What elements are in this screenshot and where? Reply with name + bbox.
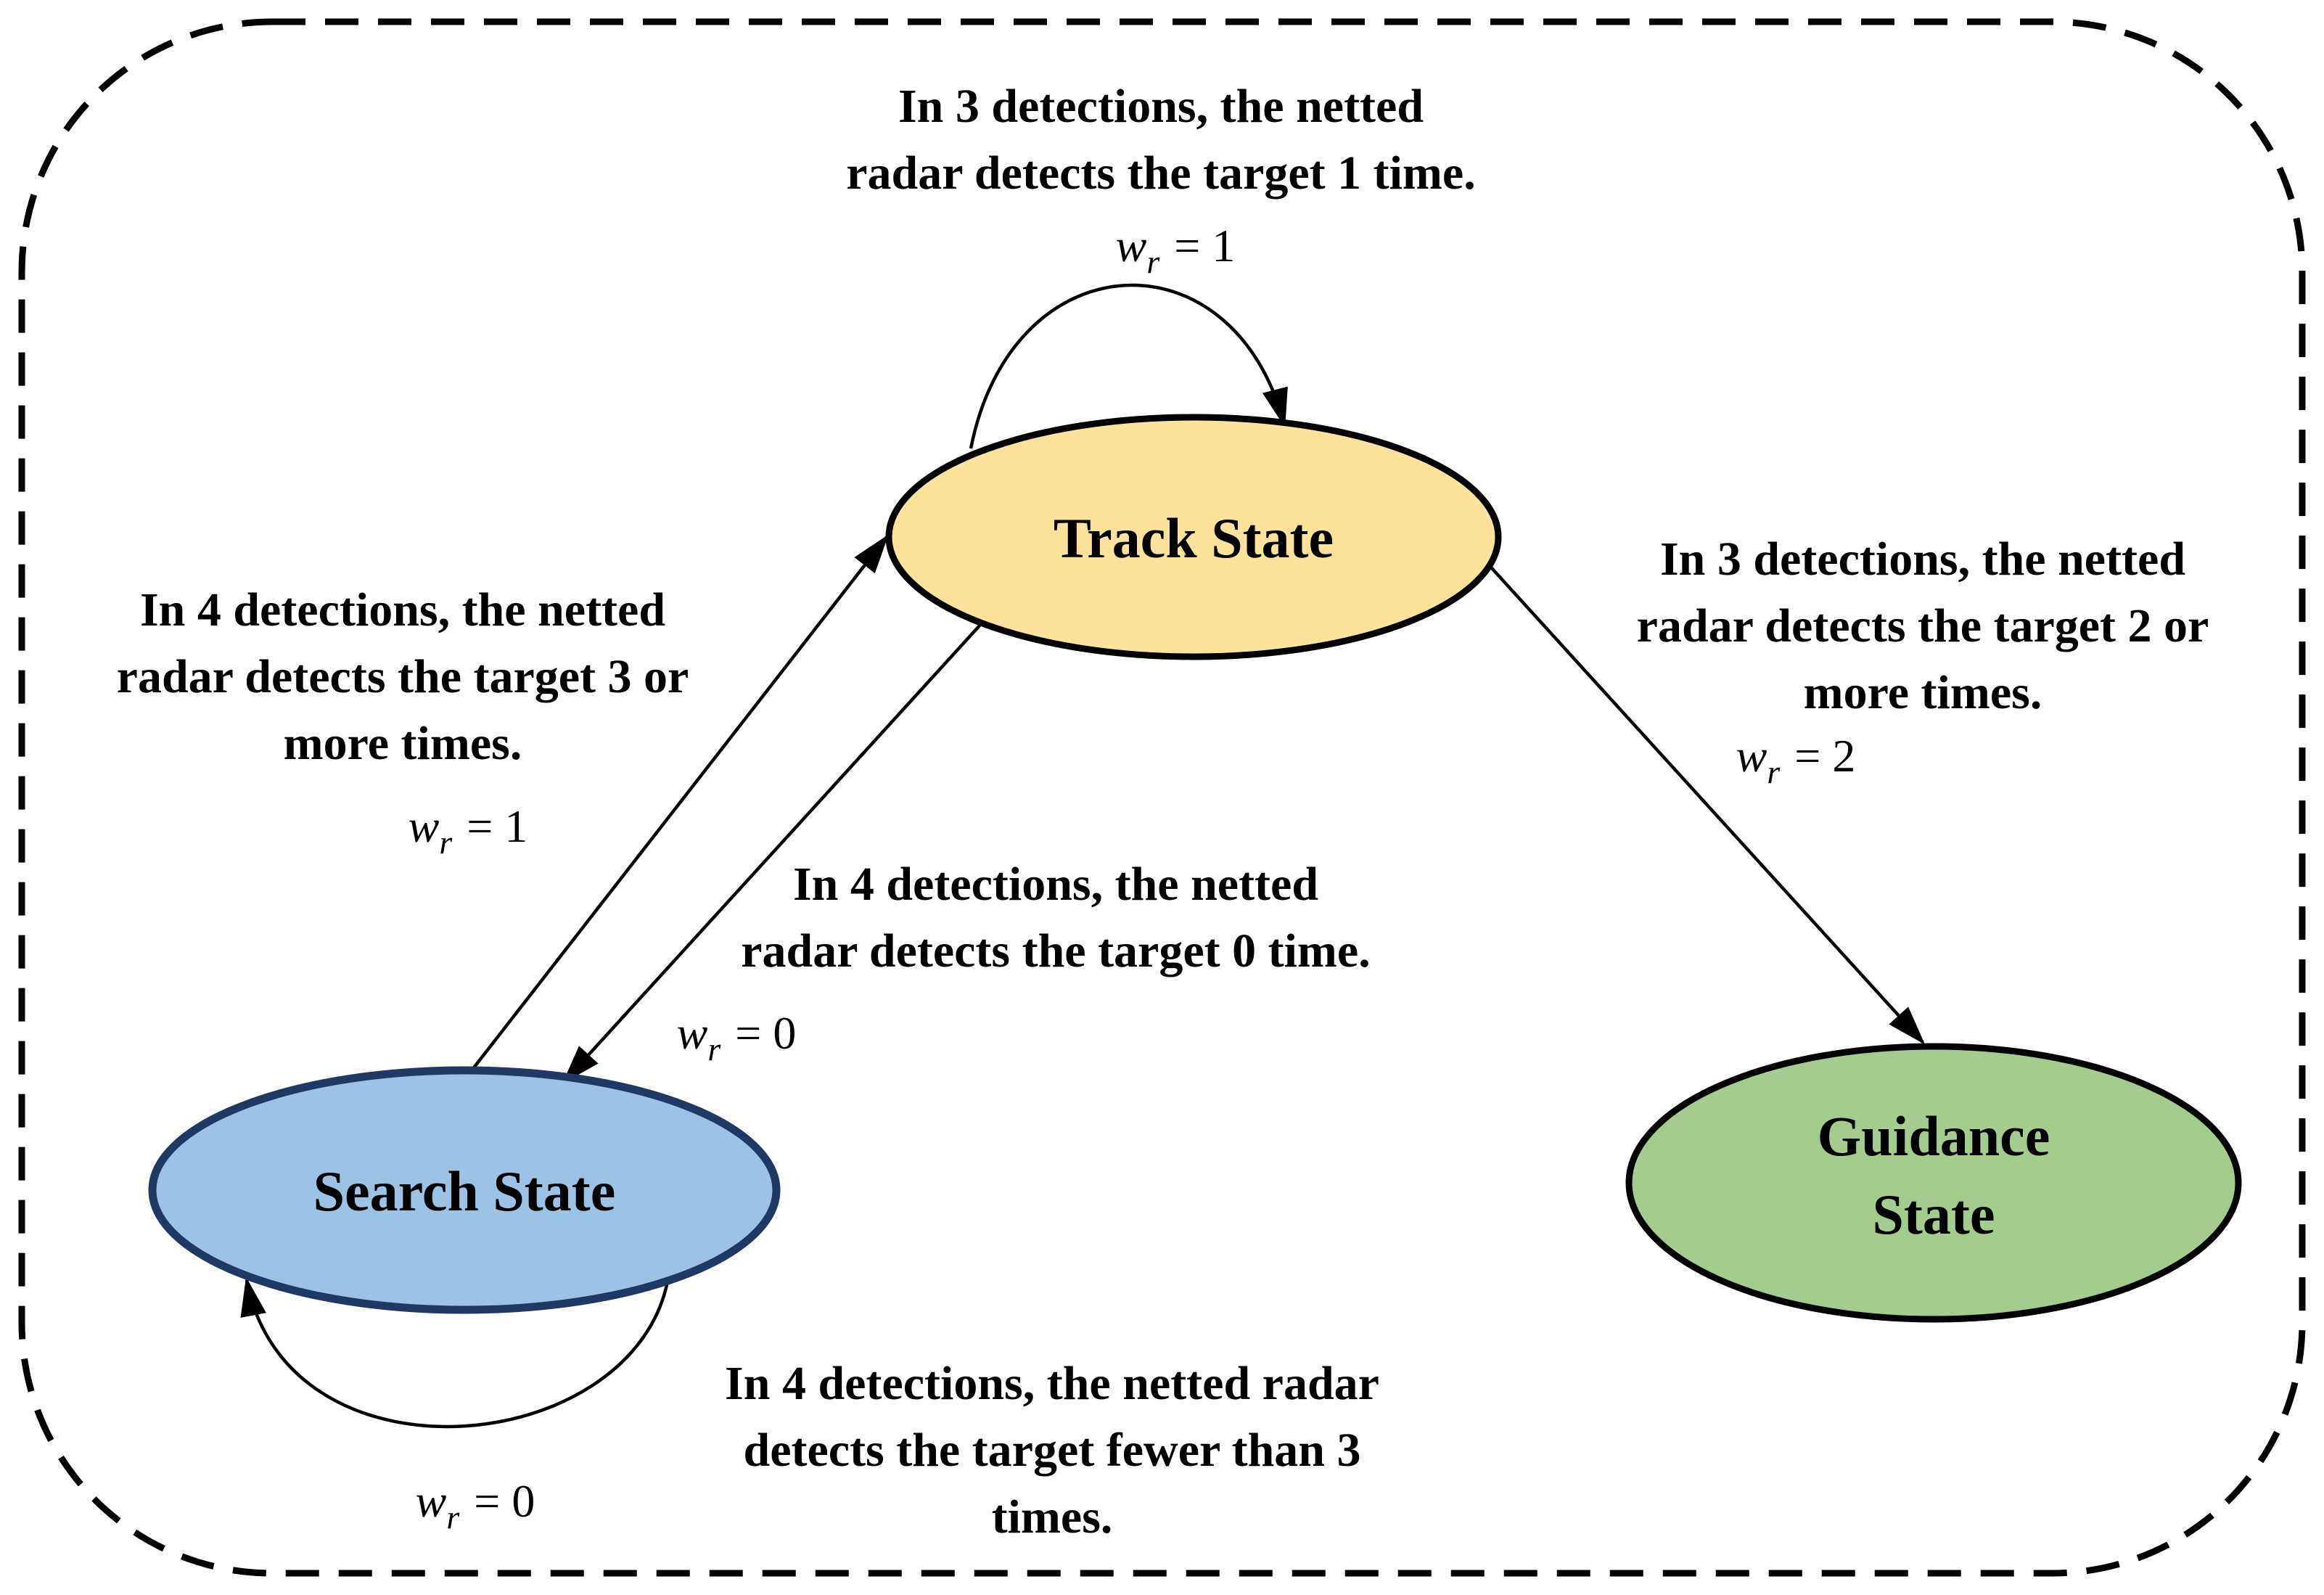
track-self-weight-label: wr = 1 (1116, 220, 1236, 280)
track-to-search-caption-line1: In 4 detections, the netted (793, 858, 1318, 911)
weight-symbol: w (416, 1475, 447, 1527)
track-to-search-caption-line2: radar detects the target 0 time. (741, 924, 1370, 977)
track-to-guidance-caption-line2: radar detects the target 2 or (1637, 599, 2209, 652)
track-to-guidance-caption-line3: more times. (1804, 666, 2042, 719)
weight-value: = 0 (474, 1475, 535, 1527)
track-self-caption-line1: In 3 detections, the netted (898, 80, 1424, 133)
guidance-state-ellipse (1625, 1043, 2242, 1323)
search-self-weight-label: wr = 0 (416, 1475, 535, 1535)
search-to-track-caption-line1: In 4 detections, the netted (140, 583, 665, 636)
weight-value: = 1 (467, 800, 527, 852)
search-state-label: Search State (313, 1160, 616, 1223)
track-to-guidance-arrow (1483, 559, 1926, 1045)
track-self-loop-arrow (969, 283, 1288, 449)
search-to-track-arrow (463, 534, 889, 1081)
weight-value: = 2 (1794, 730, 1855, 782)
weight-subscript: r (446, 1498, 460, 1535)
weight-subscript: r (1767, 753, 1781, 790)
guidance-state-label-line2: State (1873, 1183, 1995, 1246)
weight-value: = 0 (735, 1007, 796, 1059)
weight-symbol: w (1116, 220, 1147, 271)
weight-subscript: r (1146, 243, 1160, 280)
track-to-guidance-weight-label: wr = 2 (1736, 730, 1856, 790)
weight-value: = 1 (1174, 220, 1235, 271)
diagram-dashed-border (18, 18, 2306, 1577)
search-self-caption-line2: detects the target fewer than 3 (744, 1424, 1361, 1477)
search-self-caption-line1: In 4 detections, the netted radar (725, 1357, 1379, 1410)
track-state-ellipse (885, 414, 1502, 660)
track-to-search-arrow (562, 623, 982, 1084)
weight-symbol: w (408, 800, 440, 852)
search-to-track-caption-line2: radar detects the target 3 or (117, 650, 689, 703)
track-self-caption-line2: radar detects the target 1 time. (846, 147, 1475, 200)
search-state-ellipse (148, 1066, 781, 1314)
search-to-track-weight-label: wr = 1 (408, 800, 528, 861)
search-to-track-caption-line3: more times. (284, 717, 522, 770)
weight-symbol: w (677, 1007, 708, 1059)
track-to-search-weight-label: wr = 0 (677, 1007, 797, 1067)
track-to-guidance-caption-line1: In 3 detections, the netted (1660, 533, 2185, 586)
track-state-label: Track State (1054, 507, 1334, 570)
guidance-state-label-line1: Guidance (1818, 1104, 2050, 1168)
search-self-caption-line3: times. (992, 1491, 1113, 1543)
weight-symbol: w (1736, 730, 1767, 782)
search-self-loop-arrow (240, 1276, 670, 1429)
weight-subscript: r (707, 1030, 721, 1067)
weight-subscript: r (439, 824, 453, 861)
